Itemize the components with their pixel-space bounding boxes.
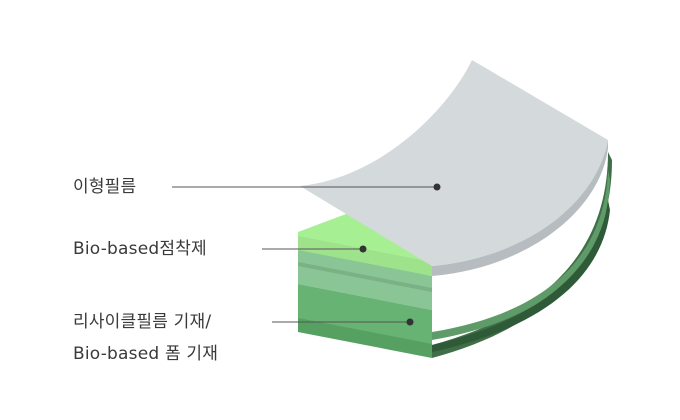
label-substrate-line1: 리사이클필름 기재/ [73, 312, 212, 332]
adhesive-front-face [298, 236, 432, 276]
label-bio-adhesive: Bio-based점착제 [73, 239, 207, 259]
release-film [300, 60, 608, 276]
release-film-sheet [300, 60, 608, 266]
leader-dot-release [433, 183, 441, 191]
leader-dot-substrate [406, 318, 414, 326]
foam-layer-front [298, 284, 432, 346]
label-release-film: 이형필름 [73, 177, 137, 197]
label-substrate-line2: Bio-based 폼 기재 [73, 344, 219, 364]
foam-layer-bottom-edge [298, 318, 432, 358]
film-layer-stripe [298, 262, 432, 292]
laminate-curved-band-1 [432, 170, 610, 340]
film-layer-front [298, 250, 432, 310]
release-film-edge [432, 140, 608, 276]
laminate-curved-band-2 [432, 200, 610, 352]
leader-dot-adhesive [359, 245, 367, 253]
leader-lines [172, 183, 441, 326]
